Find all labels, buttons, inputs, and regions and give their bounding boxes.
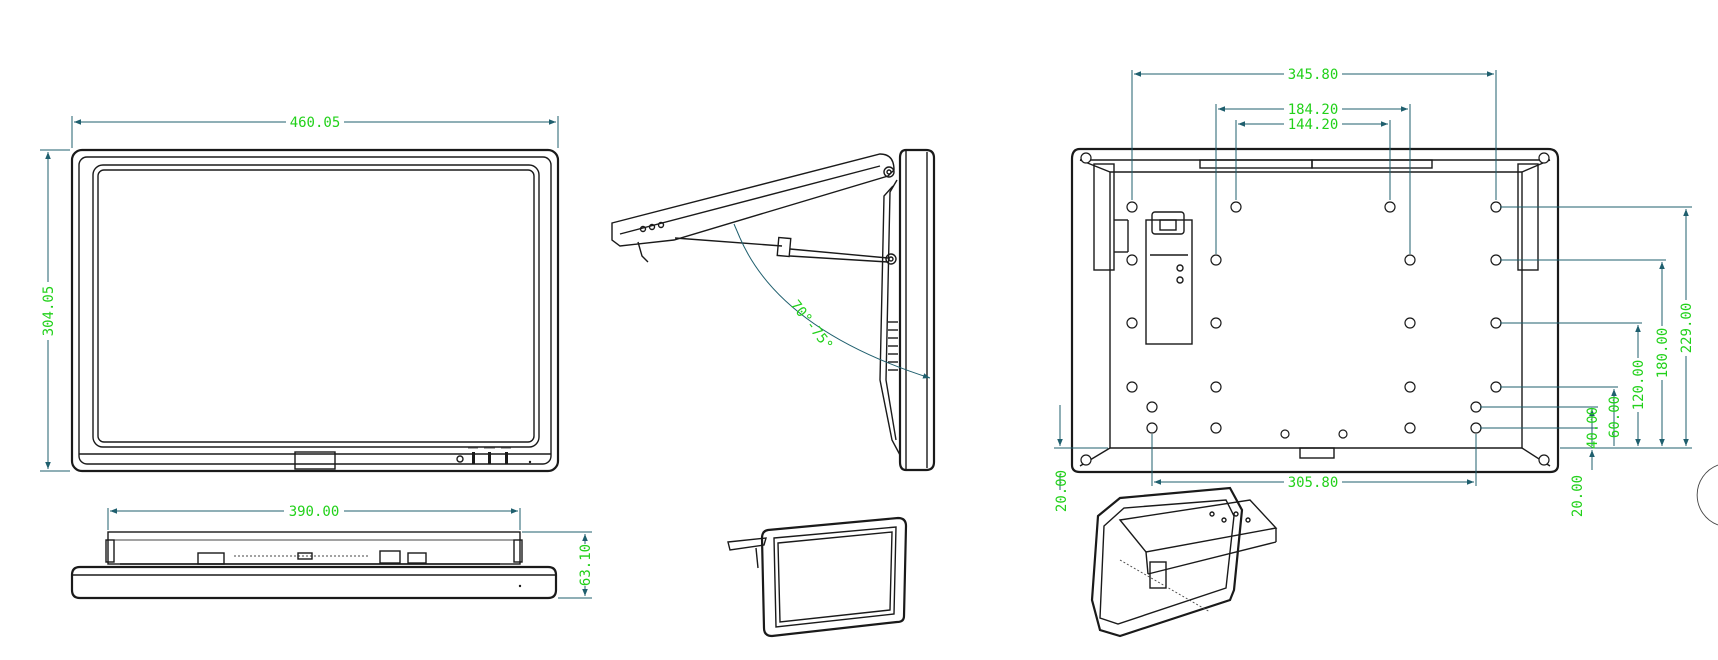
front-height-dimension: 304.05 — [40, 149, 70, 472]
back-view: 345.80 184.20 144.20 305.80 — [1054, 67, 1695, 517]
front-height-label: 304.05 — [41, 286, 57, 337]
back-outer-width-label: 345.80 — [1288, 67, 1339, 83]
arm-holes — [639, 221, 665, 233]
back-offset-left-dimension: 20.00 — [1054, 405, 1108, 512]
front-view: 460.05 304.05 — [40, 115, 560, 473]
back-height-180-label: 180.00 — [1655, 328, 1671, 379]
back-height-dimensions: 229.00 180.00 120.00 60.00 40.00 20.00 — [1480, 206, 1695, 517]
back-height-40-label: 40.00 — [1585, 407, 1601, 449]
back-bottom-width-label: 305.80 — [1288, 475, 1339, 491]
side-view: 70°-75° — [611, 148, 936, 472]
back-inner-width-dimension: 144.20 — [1235, 117, 1391, 200]
mounting-holes — [1126, 201, 1502, 439]
back-bottom-width-dimension: 305.80 — [1151, 434, 1477, 491]
front-width-dimension: 460.05 — [71, 115, 559, 148]
iso-view-back — [1090, 486, 1278, 638]
back-mid-width-dimension: 184.20 — [1215, 102, 1411, 254]
tilt-angle-label: 70°-75° — [787, 297, 836, 353]
back-height-60-label: 60.00 — [1607, 396, 1623, 438]
bottom-width-dimension: 390.00 — [107, 504, 521, 530]
front-buttons — [456, 447, 532, 464]
iso-view-front — [727, 516, 908, 638]
front-width-label: 460.05 — [290, 115, 341, 131]
back-offset-left-label: 20.00 — [1054, 470, 1070, 512]
back-height-229-label: 229.00 — [1679, 303, 1695, 354]
bottom-view: 390.00 63.10 — [70, 504, 594, 600]
bottom-depth-label: 63.10 — [578, 544, 594, 586]
edge-circle — [1696, 464, 1718, 526]
bottom-depth-dimension: 63.10 — [522, 531, 594, 599]
back-offset-right-label: 20.00 — [1570, 475, 1586, 517]
back-mid-width-label: 184.20 — [1288, 102, 1339, 118]
back-height-120-label: 120.00 — [1631, 360, 1647, 411]
back-inner-width-label: 144.20 — [1288, 117, 1339, 133]
side-vents — [888, 321, 898, 371]
back-outer-width-dimension: 345.80 — [1131, 67, 1497, 200]
bottom-width-label: 390.00 — [289, 504, 340, 520]
